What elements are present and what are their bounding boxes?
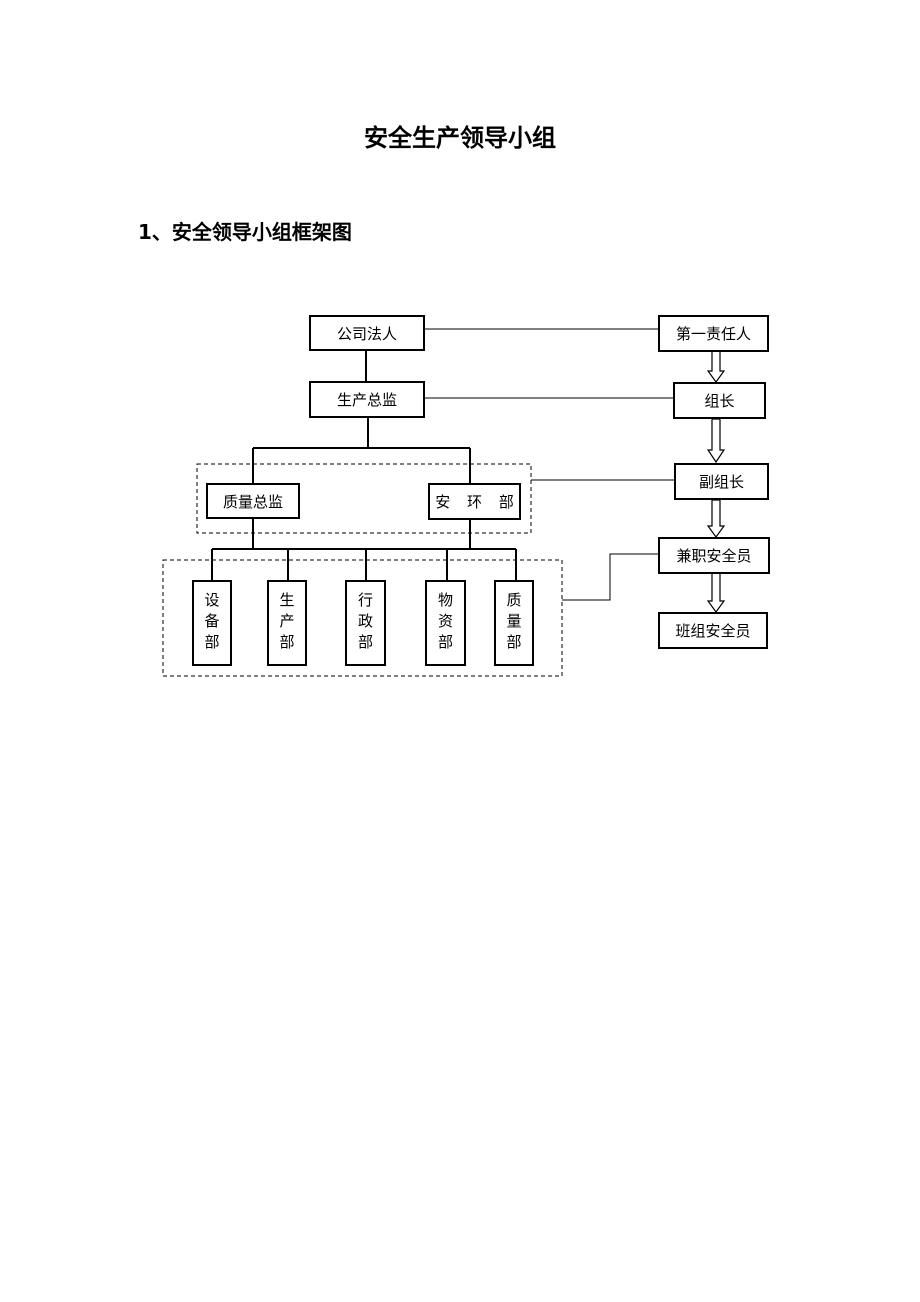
node-part-time-safety-officer: 兼职安全员 <box>658 537 770 574</box>
section-heading: 1、安全领导小组框架图 <box>138 220 352 244</box>
dashed-group-management <box>196 463 532 534</box>
node-first-responsible: 第一责任人 <box>658 315 769 352</box>
arrow-down-icon <box>706 572 726 614</box>
node-production-dept: 生产部 <box>267 580 307 666</box>
node-quality-dept: 质量部 <box>494 580 534 666</box>
arrow-down-icon <box>706 418 726 464</box>
node-legal-person: 公司法人 <box>309 315 425 351</box>
link-departments-safety-officer <box>562 553 658 601</box>
page-title: 安全生产领导小组 <box>364 124 556 152</box>
node-quality-director: 质量总监 <box>206 483 300 519</box>
node-equipment-dept: 设备部 <box>192 580 232 666</box>
node-env-safety-dept: 安 环 部 <box>428 483 521 520</box>
node-admin-dept: 行政部 <box>345 580 386 666</box>
arrow-down-icon <box>706 350 726 384</box>
arrow-down-icon <box>706 499 726 539</box>
node-team-safety-officer: 班组安全员 <box>658 612 768 649</box>
node-leader: 组长 <box>673 382 766 419</box>
node-materials-dept: 物资部 <box>425 580 466 666</box>
node-deputy-leader: 副组长 <box>674 463 769 500</box>
node-production-director: 生产总监 <box>309 381 425 418</box>
dashed-group-departments <box>162 559 563 677</box>
